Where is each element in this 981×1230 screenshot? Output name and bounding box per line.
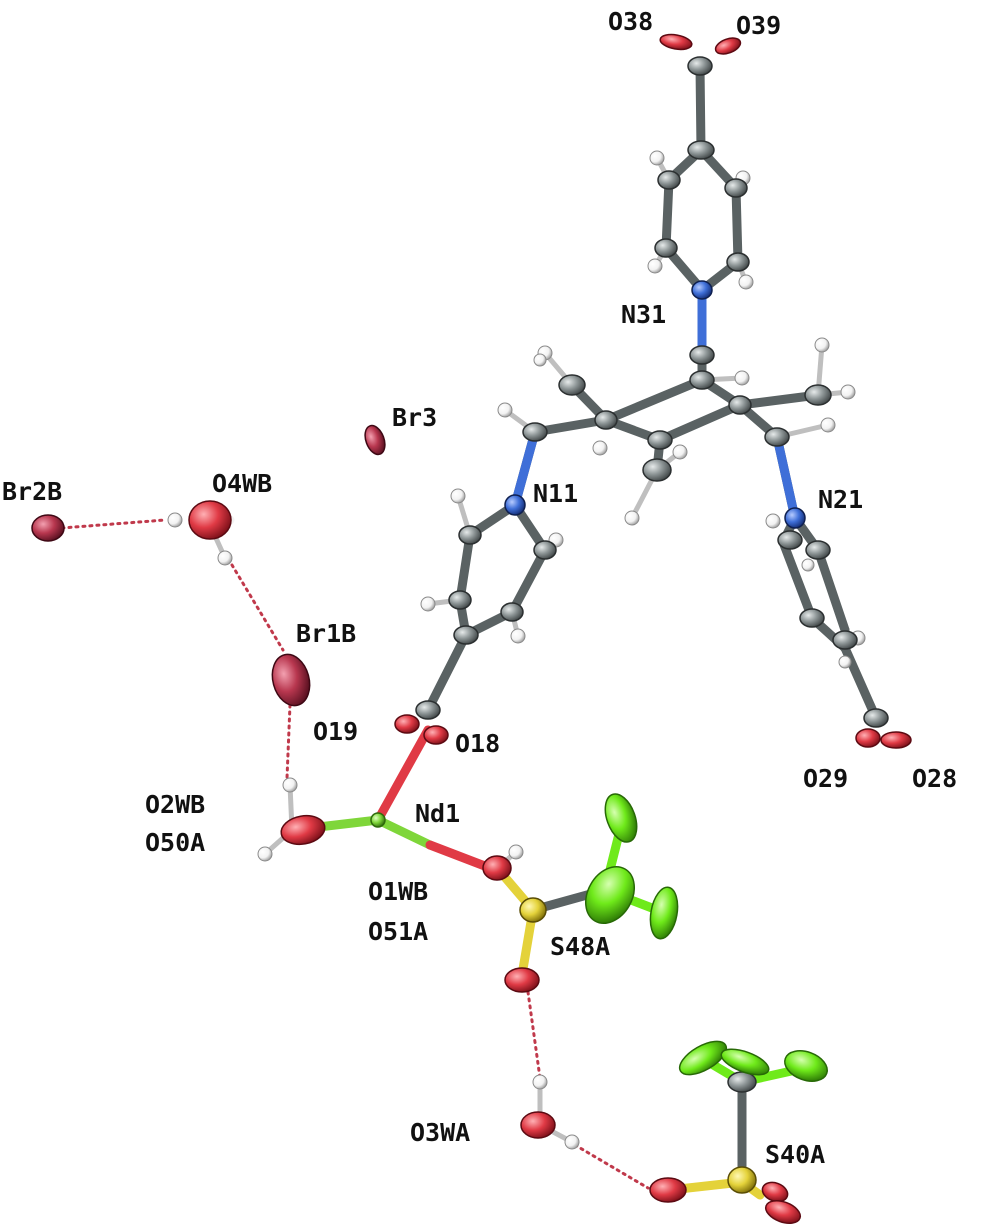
label-s48a: S48A [550, 932, 610, 961]
label-o50a: O50A [145, 828, 205, 857]
label-br3: Br3 [392, 403, 437, 432]
hydrogen-atoms [167, 150, 866, 1150]
label-o38: O38 [608, 7, 653, 36]
oxygen-atoms [188, 33, 912, 1224]
hydrogen-bonds [60, 518, 650, 1190]
label-br2b: Br2B [2, 477, 62, 506]
label-o2wb: O2WB [145, 790, 205, 819]
label-br1b: Br1B [296, 619, 356, 648]
label-n21: N21 [818, 485, 863, 514]
label-o4wb: O4WB [212, 469, 272, 498]
label-o3wa: O3WA [410, 1118, 470, 1147]
atom-labels: O38 O39 N31 Br3 Br2B O4WB N11 N21 Br1B O… [2, 7, 957, 1169]
label-n31: N31 [621, 300, 666, 329]
bromine-atoms [31, 424, 386, 707]
label-n11: N11 [533, 479, 578, 508]
label-o1wb: O1WB [368, 877, 428, 906]
sulfur-atoms [519, 897, 757, 1194]
label-o19: O19 [313, 717, 358, 746]
label-o51a: O51A [368, 917, 428, 946]
label-o18: O18 [455, 729, 500, 758]
neodymium-atom [370, 812, 386, 828]
label-o29: O29 [803, 764, 848, 793]
carbon-atoms [415, 56, 889, 1093]
label-o28: O28 [912, 764, 957, 793]
label-nd1: Nd1 [415, 799, 460, 828]
label-o39: O39 [736, 11, 781, 40]
label-s40a: S40A [765, 1140, 825, 1169]
fluorine-atoms [585, 793, 828, 1082]
nitrogen-atoms [504, 280, 806, 529]
